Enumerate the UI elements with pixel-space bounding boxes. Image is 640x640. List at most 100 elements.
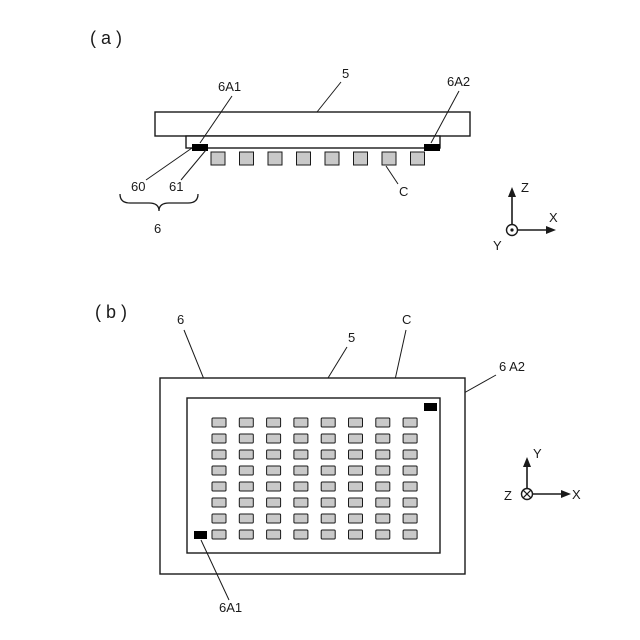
leader-plate-a bbox=[316, 81, 342, 113]
chip bbox=[296, 151, 311, 166]
chip bbox=[320, 433, 336, 444]
chip bbox=[353, 151, 368, 166]
leader-terminal-left-a bbox=[199, 95, 233, 144]
chip bbox=[348, 529, 363, 540]
chip bbox=[348, 465, 363, 476]
chip bbox=[320, 529, 336, 540]
chip bbox=[293, 497, 309, 508]
chip-grid bbox=[211, 417, 418, 540]
axis-label-y-a: Y bbox=[493, 238, 502, 253]
chip bbox=[320, 417, 336, 428]
chip bbox=[266, 513, 282, 524]
chip bbox=[293, 417, 309, 428]
chip bbox=[348, 497, 363, 508]
chip bbox=[211, 465, 227, 476]
chip bbox=[211, 497, 227, 508]
chip bbox=[211, 449, 227, 460]
chip bbox=[293, 529, 309, 540]
leader-terminal-right-a bbox=[430, 90, 460, 144]
chip bbox=[238, 513, 254, 524]
panel-b-label: ( b ) bbox=[95, 302, 127, 322]
chip bbox=[239, 151, 254, 166]
chip bbox=[266, 449, 282, 460]
ref-label-chip-a: C bbox=[399, 184, 408, 199]
chip bbox=[348, 513, 363, 524]
chip bbox=[402, 465, 418, 476]
axis-label-z: Z bbox=[521, 180, 529, 195]
chip bbox=[320, 481, 336, 492]
chip bbox=[375, 433, 391, 444]
leader-chip-a bbox=[385, 165, 399, 185]
chip bbox=[266, 417, 282, 428]
chip bbox=[402, 481, 418, 492]
leader-terminal-left-b bbox=[200, 539, 230, 601]
chip bbox=[320, 497, 336, 508]
chip bbox=[320, 465, 336, 476]
chip bbox=[348, 433, 363, 444]
chip bbox=[381, 151, 397, 166]
chip bbox=[410, 151, 425, 166]
chip bbox=[375, 529, 391, 540]
axis-z-arrowhead bbox=[508, 187, 516, 197]
chip bbox=[375, 481, 391, 492]
chip bbox=[238, 529, 254, 540]
axis-label-x-a: X bbox=[549, 210, 558, 225]
chip bbox=[324, 151, 340, 166]
axis-out-of-page-dot bbox=[510, 228, 514, 232]
ref-label-terminal-right-a: 6A2 bbox=[447, 74, 470, 89]
chip bbox=[348, 481, 363, 492]
leader-plate-b bbox=[327, 346, 348, 379]
axis-label-x-b: X bbox=[572, 487, 581, 502]
chip bbox=[375, 497, 391, 508]
axis-y-arrowhead bbox=[523, 457, 531, 467]
layer-top bbox=[186, 397, 441, 554]
chip bbox=[293, 449, 309, 460]
axis-label-z-b: Z bbox=[504, 488, 512, 503]
chip bbox=[211, 529, 227, 540]
chip bbox=[266, 481, 282, 492]
ref-label-plate-b: 5 bbox=[348, 330, 355, 345]
chip bbox=[293, 433, 309, 444]
assembly-brace bbox=[119, 193, 199, 212]
panel-b: ( b ) 6 5 C 6 A2 6A1 bbox=[95, 302, 581, 615]
chip bbox=[375, 465, 391, 476]
ref-label-terminal-left-b: 6A1 bbox=[219, 600, 242, 615]
leader-base bbox=[145, 147, 193, 181]
chip bbox=[293, 513, 309, 524]
chip bbox=[293, 465, 309, 476]
ref-label-plate-a: 5 bbox=[342, 66, 349, 81]
chip bbox=[238, 417, 254, 428]
chip bbox=[211, 481, 227, 492]
ref-label-terminal-right-b: 6 A2 bbox=[499, 359, 525, 374]
terminal-left-side bbox=[192, 144, 208, 151]
terminal-right-side bbox=[424, 144, 440, 151]
ref-label-assembly-a: 6 bbox=[154, 221, 161, 236]
ref-label-layer: 61 bbox=[169, 179, 183, 194]
chip bbox=[402, 433, 418, 444]
chip bbox=[348, 417, 363, 428]
chip bbox=[402, 513, 418, 524]
chip bbox=[320, 513, 336, 524]
chip bbox=[238, 449, 254, 460]
chip bbox=[402, 497, 418, 508]
chip bbox=[238, 497, 254, 508]
chip bbox=[266, 465, 282, 476]
axes-b: Y X Z bbox=[504, 446, 581, 503]
axis-x-arrowhead-b bbox=[561, 490, 571, 498]
chip bbox=[320, 449, 336, 460]
chip bbox=[375, 513, 391, 524]
plate-side bbox=[154, 111, 471, 137]
side-chip-row bbox=[210, 151, 425, 166]
panel-a: ( a ) 5 6A1 6A2 C 60 61 6 bbox=[90, 28, 558, 253]
chip bbox=[211, 513, 227, 524]
layer-side bbox=[185, 135, 441, 149]
terminal-left-top bbox=[194, 531, 207, 539]
chip bbox=[348, 449, 363, 460]
chip bbox=[375, 417, 391, 428]
chip bbox=[210, 151, 226, 166]
chip bbox=[266, 433, 282, 444]
chip bbox=[211, 417, 227, 428]
ref-label-terminal-left-a: 6A1 bbox=[218, 79, 241, 94]
ref-label-chip-b: C bbox=[402, 312, 411, 327]
